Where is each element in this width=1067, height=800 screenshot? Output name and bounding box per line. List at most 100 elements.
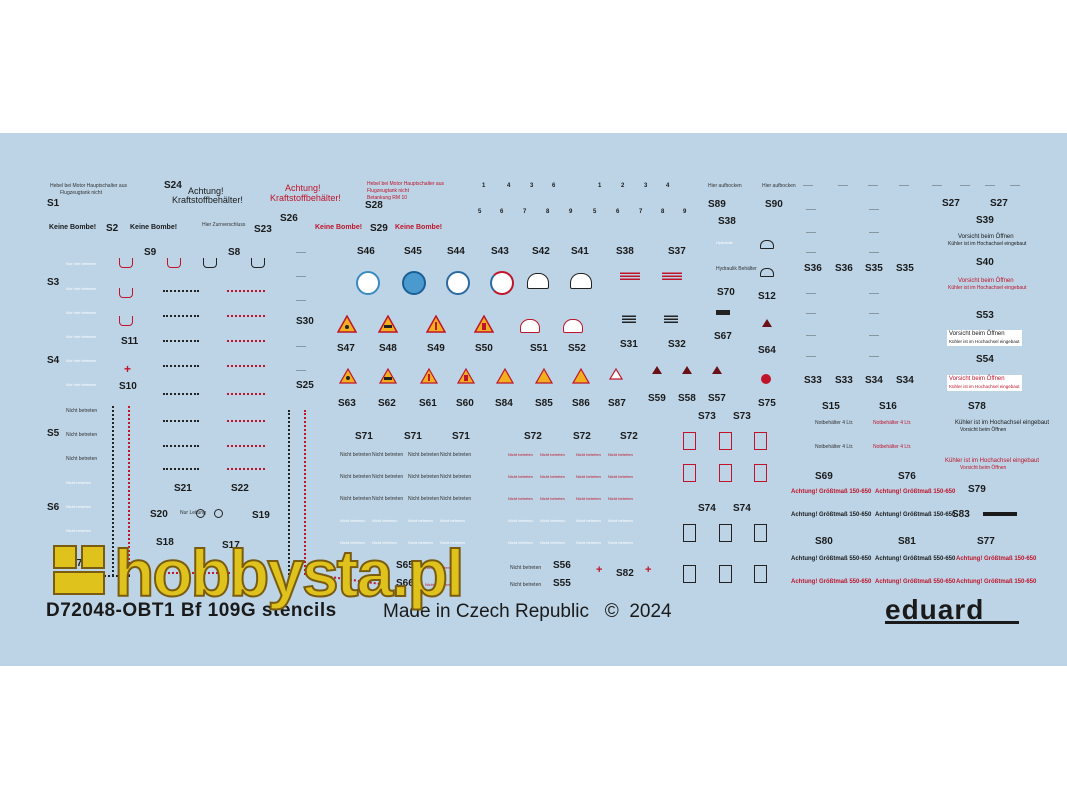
label-s45: S45 xyxy=(404,246,422,257)
stencil-red-small-text: Nicht betreten xyxy=(425,565,450,570)
label-s87: S87 xyxy=(608,398,626,409)
label-s55: S55 xyxy=(553,578,571,589)
label-s41: S41 xyxy=(571,246,589,257)
label-s47: S47 xyxy=(337,343,355,354)
achtung-red-text: Achtung! Größtmaß 150-650 xyxy=(791,489,872,495)
label-s75: S75 xyxy=(758,398,776,409)
stencil-small-text: Nicht betreten xyxy=(372,496,404,502)
made-in-text: Made in Czech Republic xyxy=(383,601,589,622)
stencil-small-text: —— xyxy=(806,230,816,236)
striped-marker-icon xyxy=(664,315,678,323)
label-s30: S30 xyxy=(296,316,314,327)
number-stencil: 7 xyxy=(523,209,527,215)
stencil-small-text: Nicht betreten xyxy=(510,565,542,571)
stencil-small-text: Nicht betreten xyxy=(408,518,433,523)
label-s38: S38 xyxy=(616,246,634,257)
window-outline-icon xyxy=(760,268,774,277)
kuhler-red-text: Kühler ist im Hochachsel eingebaut xyxy=(945,458,1040,464)
label-s90: S90 xyxy=(765,199,783,210)
number-stencil: 1 xyxy=(598,183,602,189)
stencil-small-text: Nicht betreten xyxy=(510,582,542,588)
dotted-line-red xyxy=(227,315,265,317)
stencil-red-small-text: Nicht betreten xyxy=(508,496,533,501)
white-label-box: Vorsicht beim Öffnen Kühler ist im Hocha… xyxy=(947,375,1022,391)
number-stencil: 8 xyxy=(546,209,550,215)
window-outline-icon xyxy=(527,273,549,289)
stencil-small-text: Nur hier betreten xyxy=(66,310,97,315)
stencil-small-text: —— xyxy=(985,183,995,189)
dotted-line-red xyxy=(160,572,230,574)
stencil-small-text: —— xyxy=(806,207,816,213)
stencil-small-text: Nicht betreten xyxy=(66,456,98,462)
achtung-text: Achtung! Größtmaß 150-650 xyxy=(875,512,956,518)
label-s70: S70 xyxy=(717,287,735,298)
kraftstoff-red-text: Kraftstoffbehälter! xyxy=(270,193,341,203)
stencil-small-text: Nur hier betreten xyxy=(66,261,97,266)
window-outline-red-icon xyxy=(520,319,540,333)
label-s64: S64 xyxy=(758,345,776,356)
stencil-small-text: Nicht betreten xyxy=(372,452,404,458)
stencil-small-text: Hier aufbocken xyxy=(762,183,796,189)
warning-triangle-icon xyxy=(339,368,357,384)
label-s22: S22 xyxy=(231,483,249,494)
label-s8: S8 xyxy=(228,247,241,258)
number-stencil: 6 xyxy=(616,209,620,215)
label-s52: S52 xyxy=(568,343,586,354)
label-s32: S32 xyxy=(668,339,686,350)
label-s86: S86 xyxy=(572,398,590,409)
stencil-red-small-text: Nicht betreten xyxy=(576,474,601,479)
label-s44: S44 xyxy=(447,246,465,257)
window-outline-red-icon xyxy=(563,319,583,333)
label-s11: S11 xyxy=(121,336,139,347)
striped-marker-icon xyxy=(622,315,636,323)
achtung-text: Achtung! xyxy=(188,186,224,196)
watermark-text: hobbysta.pl xyxy=(113,536,465,610)
stencil-red-small-text: Nicht betreten xyxy=(508,474,533,479)
label-s71: S71 xyxy=(404,431,422,442)
stencil-small-text: Hier aufbocken xyxy=(708,183,742,189)
vorsicht-text: Vorsicht beim Öffnen xyxy=(949,331,1005,337)
label-s82: S82 xyxy=(616,568,634,579)
stencil-small-text: —— xyxy=(806,250,816,256)
label-s73: S73 xyxy=(698,411,716,422)
label-s6: S6 xyxy=(47,502,60,513)
ring-icon xyxy=(196,509,205,518)
warning-triangle-dark-icon xyxy=(652,366,662,374)
label-s2: S2 xyxy=(106,223,119,234)
label-s38b: S38 xyxy=(718,216,736,227)
stencil-small-text: —— xyxy=(869,291,879,297)
vorsicht-red-text: Vorsicht beim Öffnen xyxy=(949,376,1005,382)
label-s10: S10 xyxy=(119,381,137,392)
stencil-small-text: Nicht betreten xyxy=(440,452,472,458)
red-cross-icon: + xyxy=(124,362,132,376)
kuhler-text: Kühler ist im Hochachsel eingebaut xyxy=(955,420,1050,426)
label-s21: S21 xyxy=(174,483,192,494)
label-s72: S72 xyxy=(573,431,591,442)
label-s40: S40 xyxy=(976,257,994,268)
black-bar-icon xyxy=(983,512,1017,516)
vorsicht-text: Vorsicht beim Öffnen xyxy=(960,427,1007,433)
label-s1: S1 xyxy=(47,198,60,209)
warning-triangle-icon xyxy=(496,368,514,384)
dotted-line-black xyxy=(163,393,199,395)
black-frame-icon xyxy=(754,524,767,542)
striped-marker-icon xyxy=(620,272,640,280)
label-s84: S84 xyxy=(495,398,513,409)
number-stencil: 9 xyxy=(569,209,573,215)
dotted-line-black xyxy=(163,365,199,367)
stencil-small-text: Nicht betreten xyxy=(440,518,465,523)
clip-marker-black xyxy=(251,258,265,268)
stencil-small-text: —— xyxy=(838,183,848,189)
stencil-small-text: Nicht betreten xyxy=(540,518,565,523)
stencil-red-small-text: Nicht betreten xyxy=(425,582,450,587)
stencil-small-text: Nicht betreten xyxy=(340,518,365,523)
number-stencil: 4 xyxy=(507,183,511,189)
stencil-small-text: —— xyxy=(803,183,813,189)
kuhler-text: Kühler ist im Hochachsel eingebaut xyxy=(948,241,1027,247)
stencil-small-text: —— xyxy=(296,344,306,350)
label-s72: S72 xyxy=(620,431,638,442)
warning-triangle-icon xyxy=(379,368,397,384)
stencil-small-text: Nicht betreten xyxy=(66,480,91,485)
stencil-small-text: Nicht betreten xyxy=(576,518,601,523)
label-s77: S77 xyxy=(977,536,995,547)
